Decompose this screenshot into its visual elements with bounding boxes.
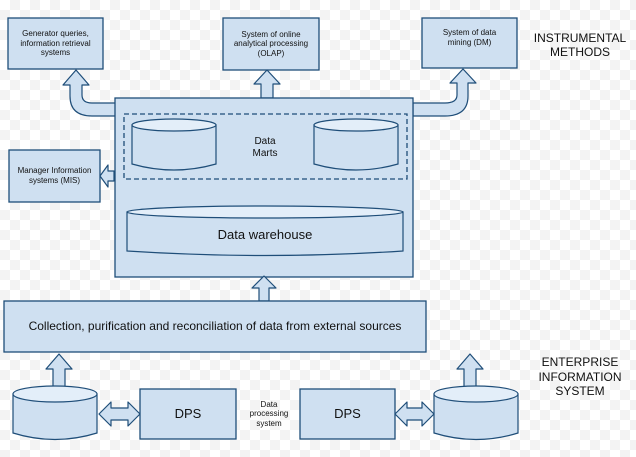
dps-caption: Data processing system bbox=[249, 399, 289, 428]
arrow-collection-to-warehouse bbox=[251, 275, 277, 302]
olap-box[interactable] bbox=[222, 17, 320, 71]
dps-right-label: DPS bbox=[334, 406, 361, 422]
arrow-left-source-up bbox=[45, 353, 73, 390]
data-mart-cylinder-left[interactable] bbox=[131, 124, 217, 171]
arrow-right-source-up bbox=[456, 353, 484, 390]
dps-box-right[interactable] bbox=[299, 388, 396, 440]
arrow-right-dps-db bbox=[394, 401, 435, 427]
generator-queries-box[interactable] bbox=[7, 17, 104, 70]
data-marts-region bbox=[123, 113, 408, 180]
data-warehouse-cylinder[interactable] bbox=[126, 211, 404, 257]
data-warehouse-label: Data warehouse bbox=[217, 227, 313, 243]
mis-label: Manager Information systems (MIS) bbox=[17, 166, 92, 185]
source-db-left[interactable] bbox=[12, 393, 98, 441]
data-mining-box[interactable] bbox=[421, 17, 518, 69]
dps-left-label: DPS bbox=[174, 406, 202, 422]
enterprise-information-system-heading: ENTERPRISE INFORMATION SYSTEM bbox=[538, 355, 622, 399]
dps-box-left[interactable] bbox=[139, 388, 237, 440]
data-mining-label: System of data mining (DM) bbox=[442, 28, 497, 47]
data-marts-label: Data Marts bbox=[252, 136, 278, 159]
instrumental-methods-heading: INSTRUMENTAL METHODS bbox=[533, 30, 627, 59]
arrow-to-dm bbox=[412, 68, 477, 117]
source-db-right[interactable] bbox=[433, 393, 519, 441]
olap-label: System of online analytical processing (… bbox=[233, 29, 309, 58]
collection-box[interactable] bbox=[3, 300, 427, 353]
collection-label: Collection, purification and reconciliat… bbox=[28, 319, 402, 334]
arrow-to-mis bbox=[99, 164, 115, 188]
arrow-left-db-dps bbox=[98, 401, 141, 427]
generator-queries-label: Generator queries, information retrieval… bbox=[20, 29, 91, 58]
arrow-to-olap bbox=[253, 69, 281, 99]
data-mart-cylinder-right[interactable] bbox=[313, 124, 399, 171]
arrow-to-generator bbox=[62, 69, 119, 117]
